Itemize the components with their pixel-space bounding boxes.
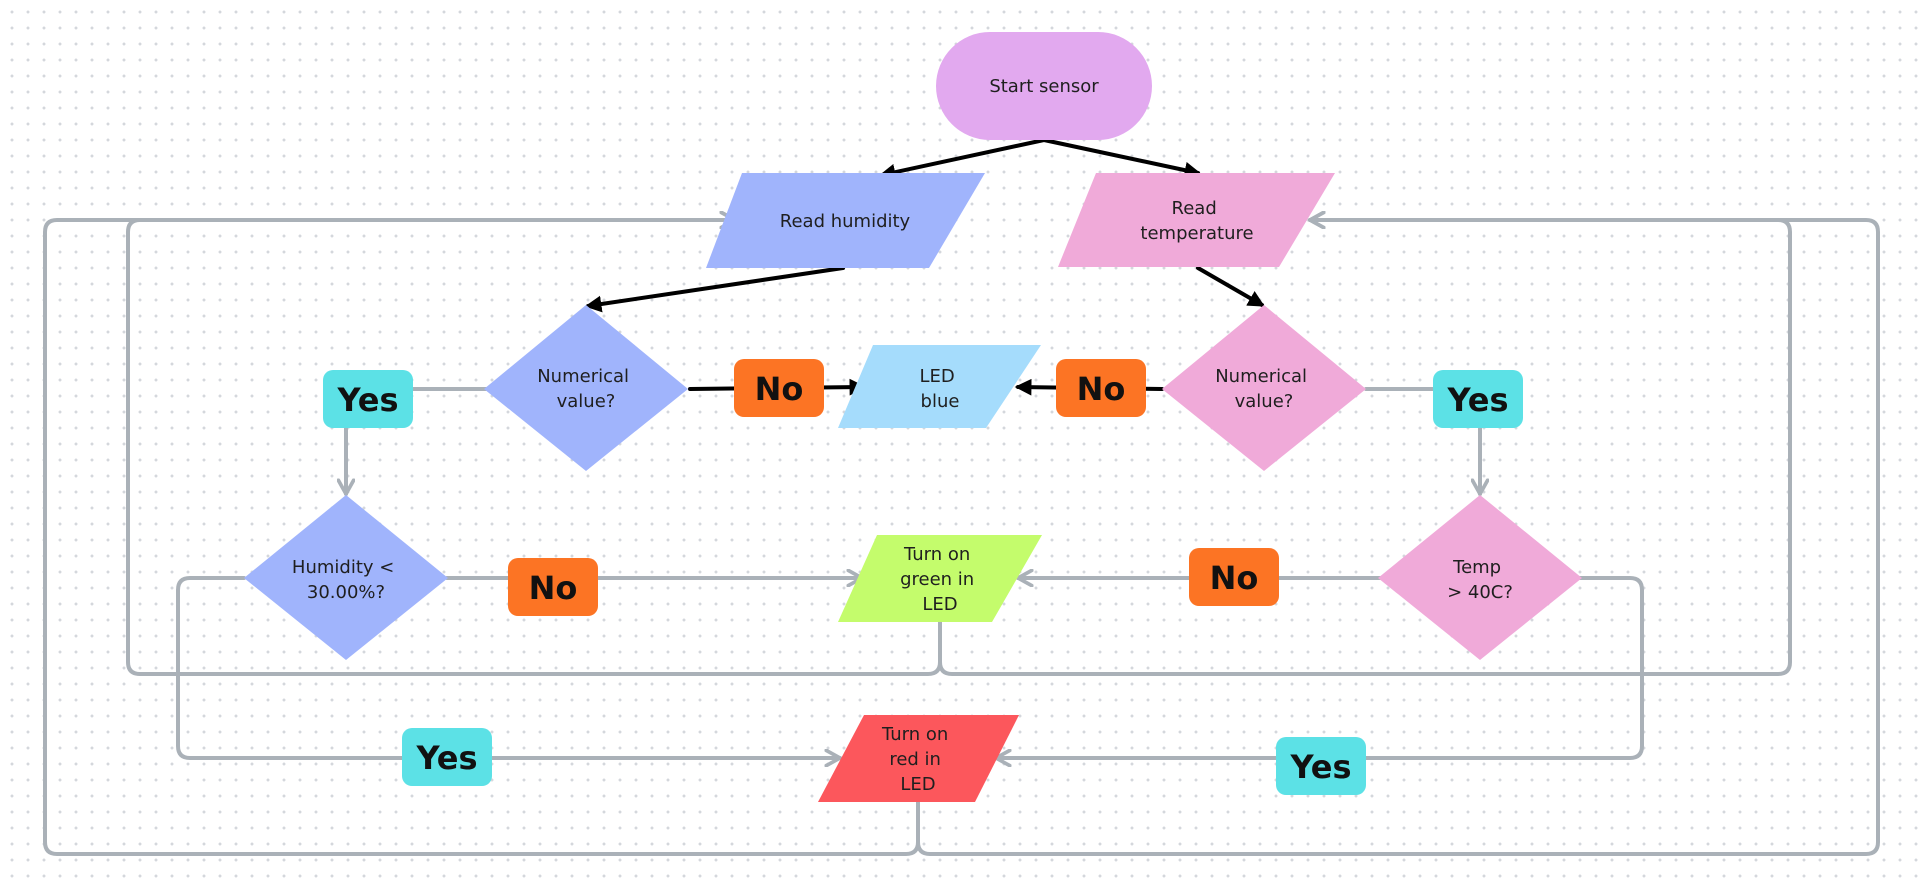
led-blue-label: LED blue xyxy=(920,366,961,412)
temperature-numeric-shape xyxy=(1162,305,1366,471)
yes-label: Yes xyxy=(1290,748,1352,786)
no-badge-humidity-numeric: No xyxy=(734,359,824,417)
led-green-shape xyxy=(838,535,1042,622)
gray-connectors xyxy=(43,220,1880,856)
temp-check-decision: Temp > 40C? xyxy=(1378,495,1582,660)
led-green-label: Turn on green in LED xyxy=(900,544,980,615)
humidity-numeric-decision: Numerical value? xyxy=(484,305,688,471)
read-humidity-shape xyxy=(706,173,985,268)
connector-humidity-check-yes xyxy=(176,576,842,758)
yes-badge-humidity-check: Yes xyxy=(402,728,492,786)
start-node: Start sensor xyxy=(936,32,1152,140)
led-blue-node: LED blue xyxy=(838,345,1041,428)
connector-green-to-read-temperature xyxy=(938,220,1792,676)
temp-check-label: Temp > 40C? xyxy=(1447,557,1513,603)
yes-label: Yes xyxy=(337,381,399,419)
humidity-check-decision: Humidity < 30.00%? xyxy=(244,495,448,660)
humidity-numeric-label: Numerical value? xyxy=(537,366,635,412)
connector-read-humidity-to-numeric xyxy=(584,266,845,313)
led-red-shape xyxy=(818,715,1019,802)
read-humidity-label: Read humidity xyxy=(780,211,911,232)
no-badge-temperature-numeric: No xyxy=(1056,359,1146,417)
start-node-label: Start sensor xyxy=(989,76,1099,97)
yes-label: Yes xyxy=(1447,381,1509,419)
led-red-node: Turn on red in LED xyxy=(818,715,1019,802)
humidity-check-label: Humidity < 30.00%? xyxy=(292,557,400,603)
no-label: No xyxy=(755,370,804,408)
read-humidity-node: Read humidity xyxy=(706,173,985,268)
humidity-check-shape xyxy=(244,495,448,660)
led-red-label: Turn on red in LED xyxy=(881,724,954,795)
start-node-shape xyxy=(936,32,1152,140)
temperature-numeric-decision: Numerical value? xyxy=(1162,305,1366,471)
black-connectors xyxy=(584,138,1265,396)
connector-start-to-read-temperature xyxy=(1042,138,1202,179)
no-badge-temp-check: No xyxy=(1189,548,1279,606)
no-badge-humidity-check: No xyxy=(508,558,598,616)
led-green-node: Turn on green in LED xyxy=(838,535,1042,622)
read-temperature-shape xyxy=(1058,173,1335,267)
connector-green-to-read-humidity xyxy=(126,220,942,676)
yes-badge-temperature-numeric: Yes xyxy=(1433,370,1523,428)
yes-badge-temp-check: Yes xyxy=(1276,737,1366,795)
read-temperature-node: Read temperature xyxy=(1058,173,1335,267)
humidity-numeric-shape xyxy=(484,305,688,471)
connector-red-to-read-temperature xyxy=(916,220,1880,856)
connector-temp-check-yes xyxy=(994,576,1644,758)
no-label: No xyxy=(529,569,578,607)
yes-badge-humidity-numeric: Yes xyxy=(323,370,413,428)
read-temperature-label: Read temperature xyxy=(1140,198,1253,244)
connector-red-to-read-humidity xyxy=(43,220,920,856)
no-label: No xyxy=(1077,370,1126,408)
connector-start-to-read-humidity xyxy=(878,138,1046,181)
yes-label: Yes xyxy=(416,739,478,777)
connector-read-temperature-to-numeric xyxy=(1196,266,1265,307)
no-label: No xyxy=(1210,559,1259,597)
led-blue-shape xyxy=(838,345,1041,428)
temp-check-shape xyxy=(1378,495,1582,660)
temperature-numeric-label: Numerical value? xyxy=(1215,366,1313,412)
